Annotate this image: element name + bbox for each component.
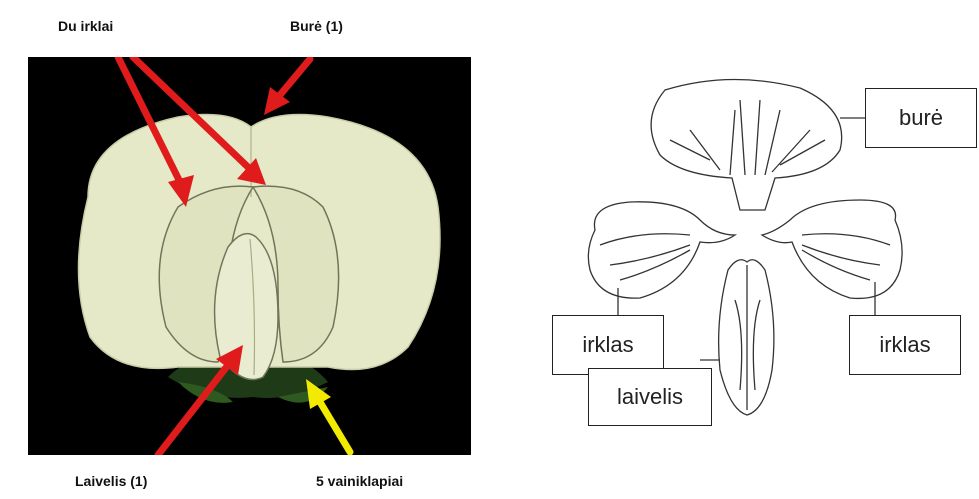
left-wing-drawing — [588, 202, 735, 298]
flower-photo — [28, 57, 471, 455]
arrow-yellow — [320, 402, 350, 452]
label-text-irklas-left: irklas — [582, 332, 633, 358]
label-bure: Burė (1) — [290, 18, 343, 34]
arrow-red-3 — [280, 59, 310, 95]
label-text-laivelis: laivelis — [617, 384, 683, 410]
label-box-irklas-right: irklas — [849, 315, 961, 375]
label-box-bure: burė — [865, 88, 977, 148]
keel-drawing — [719, 260, 774, 415]
label-box-irklas-left: irklas — [552, 315, 664, 375]
label-box-laivelis: laivelis — [588, 368, 712, 426]
label-text-irklas-right: irklas — [879, 332, 930, 358]
petal-diagram: burė irklas irklas laivelis — [540, 70, 979, 430]
label-laivelis: Laivelis (1) — [75, 473, 147, 489]
label-text-bure: burė — [899, 105, 943, 131]
label-5-vainiklapiai: 5 vainiklapiai — [316, 473, 403, 489]
label-du-irklai: Du irklai — [58, 18, 113, 34]
flower-illustration — [28, 57, 471, 455]
right-wing-drawing — [762, 200, 902, 298]
